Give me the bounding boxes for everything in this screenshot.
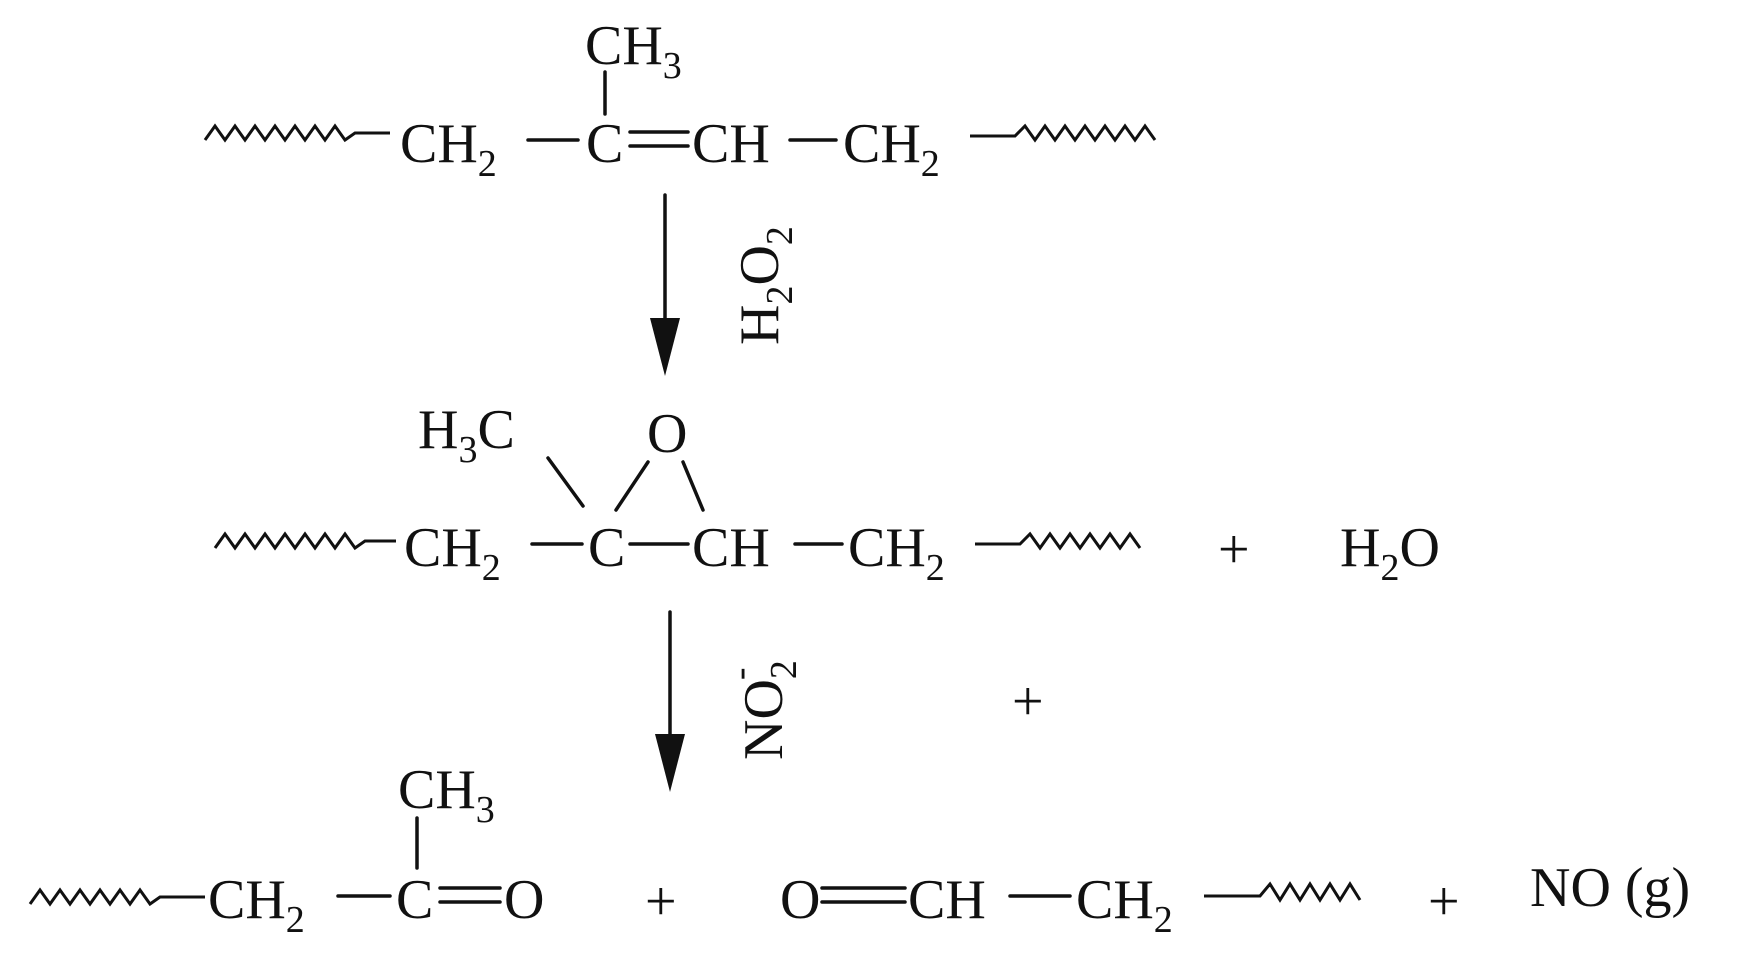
ketone-ch2: CH2 [208,869,305,941]
aldehyde-ch: CH [908,869,986,931]
products: CH2 C CH3 O + O CH CH2 + NO (g) [28,759,1690,941]
reactant-structure: CH2 C CH3 CH CH2 [203,15,1157,185]
wavy-chain-end-right [1204,881,1362,903]
reaction-arrow-step1: H2O2 [650,193,801,376]
wavy-chain-end-right [970,123,1157,143]
reagent-h2o2: H2O2 [729,226,801,345]
reactant-ch2-left: CH2 [400,113,497,185]
plus-sign-1: + [645,871,677,933]
ketone-methyl: CH3 [398,759,495,831]
epoxide-c-center: C [588,517,625,579]
nitric-oxide-gas: NO (g) [1530,857,1690,919]
wavy-chain-end-left [28,887,205,907]
epoxide-ch2-right: CH2 [848,517,945,589]
reactant-c-center: C [586,113,623,175]
reaction-arrow-step2: NO2- [655,610,805,792]
arrowhead-step1 [650,318,680,376]
reactant-ch2-right: CH2 [843,113,940,185]
ketone-c: C [396,869,433,931]
water: H2O [1340,517,1440,589]
epoxide-structure: H3C O CH2 C CH CH2 + H2O [213,399,1440,589]
epoxide-methyl: H3C [418,399,515,471]
bond-methyl-c [546,456,585,508]
ketone-oxygen: O [504,869,544,931]
plus-sign-middle: + [1012,671,1044,733]
epoxide-oxygen: O [647,403,687,465]
plus-sign-2: + [1428,871,1460,933]
aldehyde-oxygen: O [780,869,820,931]
bond-oxygen-ch [681,460,705,512]
reagent-nitrite: NO2- [719,660,805,760]
reactant-methyl: CH3 [585,15,682,87]
wavy-chain-end-left [203,123,390,143]
epoxide-ch: CH [692,517,770,579]
epoxide-ch2-left: CH2 [404,517,501,589]
wavy-chain-end-right [975,531,1142,551]
aldehyde-ch2: CH2 [1076,869,1173,941]
arrowhead-step2 [655,734,685,792]
bond-c-oxygen [614,460,650,512]
reactant-ch: CH [692,113,770,175]
plus-sign-water: + [1218,519,1250,581]
wavy-chain-end-left [213,531,396,551]
